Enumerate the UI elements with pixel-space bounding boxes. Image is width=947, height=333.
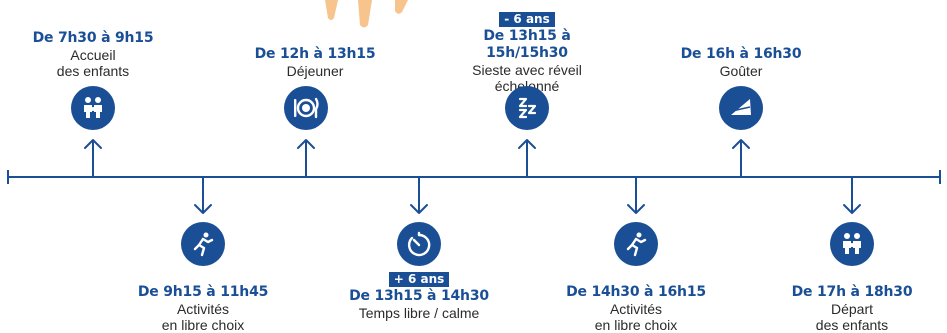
- age-badge: - 6 ans: [499, 12, 555, 27]
- running-icon: [614, 222, 658, 266]
- event-label: Activités: [176, 301, 230, 317]
- arrow-up-icon: [732, 139, 750, 178]
- sun-rays-decoration: [325, 0, 408, 28]
- event-accueil: De 7h30 à 9h15 Accueil des enfants: [8, 30, 178, 79]
- event-depart: De 17h à 18h30 Départ des enfants: [767, 284, 937, 333]
- arrow-up-icon: [297, 139, 315, 178]
- arrow-up-icon: [518, 139, 536, 178]
- event-time: De 9h15 à 11h45: [137, 284, 269, 300]
- arrow-down-icon: [843, 176, 861, 214]
- event-label: des enfants: [815, 317, 889, 333]
- event-label: Départ: [830, 301, 874, 317]
- event-time: De 14h30 à 16h15: [566, 284, 706, 300]
- event-dejeuner: De 12h à 13h15 Déjeuner: [230, 46, 400, 79]
- event-sieste: - 6 ans De 13h15 à 15h/15h30 Sieste avec…: [442, 10, 612, 94]
- timer-icon: [397, 222, 441, 266]
- event-activites-apres-midi: De 14h30 à 16h15 Activités en libre choi…: [551, 284, 721, 333]
- running-icon: [181, 222, 225, 266]
- event-label: des enfants: [56, 63, 130, 79]
- family-icon: [830, 222, 874, 266]
- event-temps-calme: + 6 ans De 13h15 à 14h30 Temps libre / c…: [334, 270, 504, 321]
- arrow-down-icon: [410, 176, 428, 214]
- event-time: De 13h15 à 15h/15h30: [483, 28, 571, 61]
- event-label: Accueil: [70, 47, 116, 63]
- arrow-down-icon: [194, 176, 212, 214]
- event-gouter: De 16h à 16h30 Goûter: [656, 46, 826, 79]
- event-time: De 16h à 16h30: [680, 46, 802, 62]
- sleep-zzz-icon: [505, 86, 549, 130]
- event-time: De 17h à 18h30: [791, 284, 913, 300]
- age-badge: + 6 ans: [388, 272, 450, 287]
- event-label: Temps libre / calme: [358, 305, 480, 321]
- event-label: en libre choix: [594, 317, 678, 333]
- arrow-down-icon: [627, 176, 645, 214]
- event-label: Déjeuner: [286, 63, 344, 79]
- event-time: De 13h15 à 14h30: [349, 288, 489, 304]
- family-icon: [71, 86, 115, 130]
- event-time: De 7h30 à 9h15: [32, 30, 154, 46]
- event-label: Sieste avec réveil: [472, 62, 582, 78]
- arrow-up-icon: [84, 139, 102, 178]
- event-activites-matin: De 9h15 à 11h45 Activités en libre choix: [118, 284, 288, 333]
- event-label: en libre choix: [161, 317, 245, 333]
- plate-cutlery-icon: [284, 86, 328, 130]
- cake-slice-icon: [719, 86, 763, 130]
- event-time: De 12h à 13h15: [254, 46, 376, 62]
- event-label: Activités: [609, 301, 663, 317]
- event-label: Goûter: [719, 63, 763, 79]
